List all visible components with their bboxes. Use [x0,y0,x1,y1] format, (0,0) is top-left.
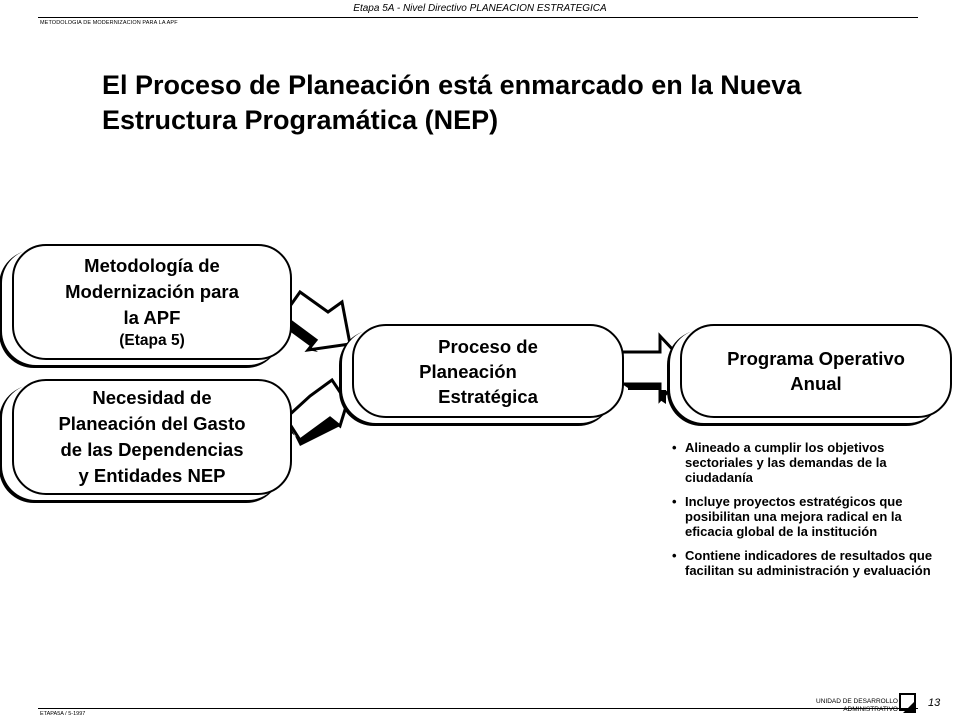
bullet-marker: • [672,548,677,563]
arrow-metodologia-to-proceso [280,289,352,353]
header-rule [38,17,918,18]
box-necesidad-planeacion: Necesidad de Planeación del Gasto de las… [12,379,292,495]
page-number: 13 [928,697,941,709]
box-programa-line1: Programa Operativo [727,348,905,369]
unit-logo-icon [899,693,916,713]
box-proceso-line1: Proceso de [438,335,538,357]
footer-rule [38,708,918,709]
box-programa-operativo: Programa Operativo Anual [680,324,952,418]
box-metodologia-line3: la APF [123,307,181,328]
bullet-text: Alineado a cumplir los objetivos sectori… [685,440,887,485]
box-proceso-planeacion: Proceso de Planeación Estratégica [352,324,624,418]
box-necesidad-line4: y Entidades NEP [78,465,226,486]
bullet-text: Incluye proyectos estratégicos que posib… [685,494,903,539]
box-proceso-line3: Estratégica [438,385,538,407]
page-title: El Proceso de Planeación está enmarcado … [102,70,802,135]
box-necesidad-line2: Planeación del Gasto [58,413,246,434]
header-title: Etapa 5A - Nivel Directivo PLANEACION ES… [353,3,607,14]
box-metodologia-line1: Metodología de [84,255,220,276]
box-programa-line2: Anual [790,373,842,394]
arrow-necesidad-to-proceso [284,377,352,446]
bullet-marker: • [672,440,677,455]
box-proceso-line2: Planeación [419,360,517,382]
list-item: • Contiene indicadores de resultados que… [672,548,942,578]
footer-unit-line2: ADMINISTRATIVO [843,705,898,713]
header-methodology-label: METODOLOGIA DE MODERNIZACION PARA LA APF [40,20,178,26]
footer-unit-name: UNIDAD DE DESARROLLO ADMINISTRATIVO [816,698,898,713]
bullet-marker: • [672,494,677,509]
list-item: • Incluye proyectos estratégicos que pos… [672,494,942,539]
programa-bullet-list: • Alineado a cumplir los objetivos secto… [672,440,942,587]
box-metodologia-modernizacion: Metodología de Modernización para la APF… [12,244,292,360]
arrow-proceso-to-programa [620,332,693,404]
footer-unit-line1: UNIDAD DE DESARROLLO [816,698,898,705]
box-necesidad-line3: de las Dependencias [60,439,244,460]
list-item: • Alineado a cumplir los objetivos secto… [672,440,942,485]
bullet-text: Contiene indicadores de resultados que f… [685,548,933,578]
box-necesidad-line1: Necesidad de [92,387,212,408]
footer-document-code: ETAPA5A / 5-1997 [40,711,86,717]
box-metodologia-line2: Modernización para [65,281,239,302]
box-metodologia-subtitle: (Etapa 5) [119,332,185,349]
